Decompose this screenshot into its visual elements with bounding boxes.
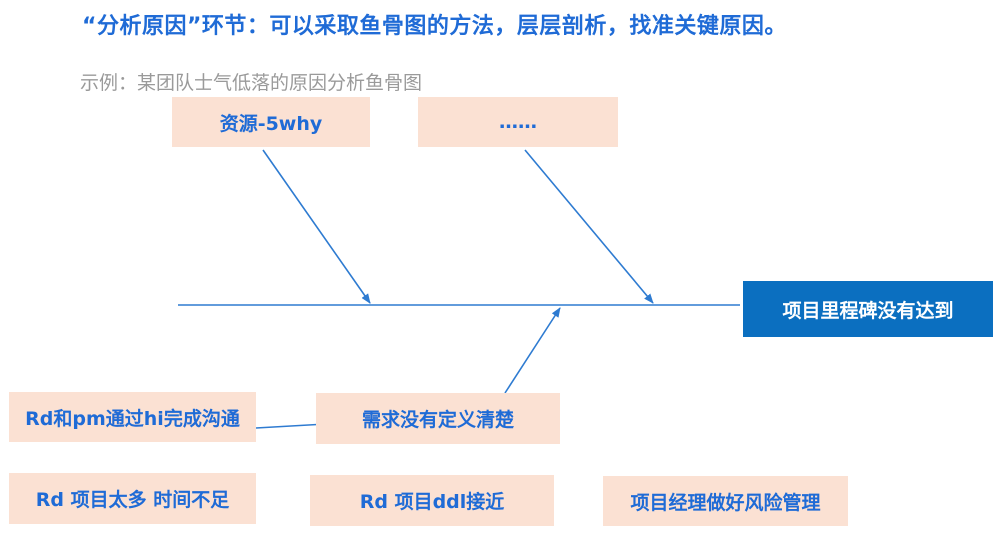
cause-label-resource: 资源-5why xyxy=(219,112,323,135)
cause-box-ellipsis: …… xyxy=(418,97,618,147)
cause-label-requirements: 需求没有定义清楚 xyxy=(361,409,514,431)
cause-box-resource: 资源-5why xyxy=(172,97,370,147)
cause-label-ddl-close: Rd 项目ddl接近 xyxy=(359,491,505,513)
effect-box: 项目里程碑没有达到 xyxy=(743,281,993,337)
cause-label-communication: Rd和pm通过hi完成沟通 xyxy=(25,407,240,430)
cause-label-risk-management: 项目经理做好风险管理 xyxy=(630,491,821,514)
effect-label: 项目里程碑没有达到 xyxy=(782,299,954,322)
cause-label-too-many-projects: Rd 项目太多 时间不足 xyxy=(35,489,230,511)
subtitle: 示例：某团队士气低落的原因分析鱼骨图 xyxy=(80,72,423,94)
bone-requirements xyxy=(504,307,561,394)
cause-box-ddl-close: Rd 项目ddl接近 xyxy=(310,475,554,526)
arrow-communication-to-requirements xyxy=(255,420,327,429)
cause-box-too-many-projects: Rd 项目太多 时间不足 xyxy=(9,473,256,524)
headline: “分析原因”环节：可以采取鱼骨图的方法，层层剖析，找准关键原因。 xyxy=(82,14,787,39)
bone-resource xyxy=(262,149,371,304)
bone-ellipsis xyxy=(524,149,654,304)
cause-label-ellipsis: …… xyxy=(499,111,537,133)
cause-box-risk-management: 项目经理做好风险管理 xyxy=(603,476,848,526)
cause-box-communication: Rd和pm通过hi完成沟通 xyxy=(9,392,256,442)
cause-box-requirements: 需求没有定义清楚 xyxy=(316,393,560,444)
